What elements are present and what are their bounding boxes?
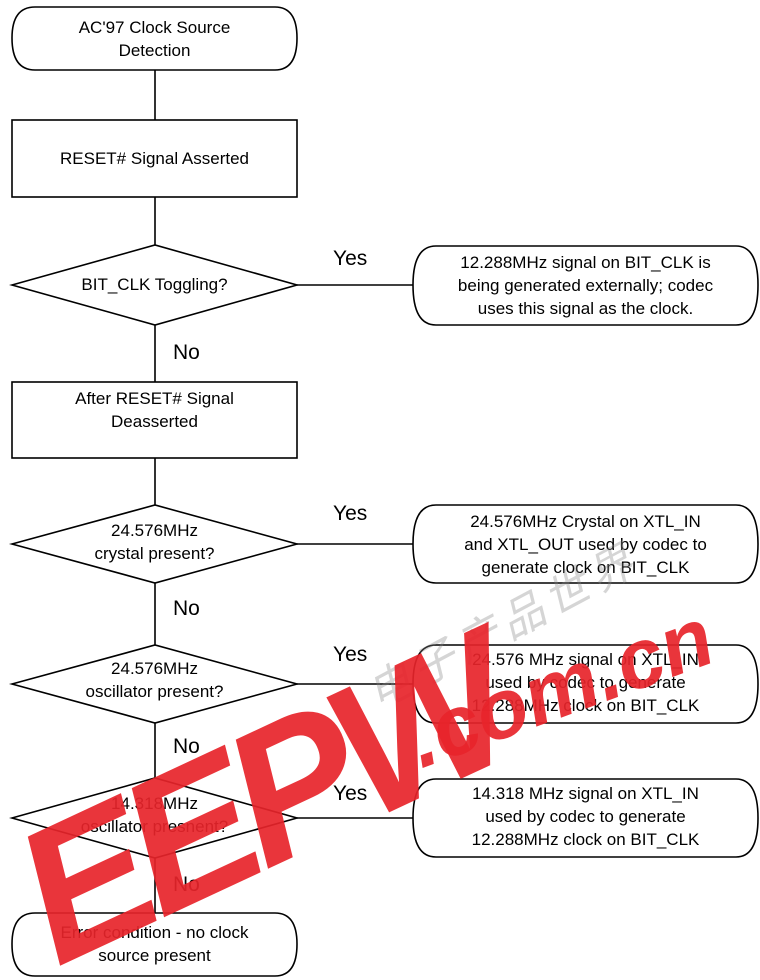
branch-yes-1: Yes <box>333 247 368 270</box>
decision-osc24-label: 24.576MHz oscillator present? <box>12 657 297 703</box>
result-osc14-line-2: used by codec to generate <box>485 807 686 826</box>
decision-bitclk-label-line-1: BIT_CLK Toggling? <box>81 275 228 294</box>
result-osc24-line-1: 24.576 MHz signal on XTL_IN <box>472 650 699 669</box>
result-osc14-label: 14.318 MHz signal on XTL_IN used by code… <box>413 782 758 851</box>
end-error-terminator <box>11 912 298 977</box>
reset-deasserted-box <box>11 381 298 459</box>
branch-no-1: No <box>173 341 200 364</box>
result-osc24-line-2: used by codec to generate <box>485 673 686 692</box>
decision-crystal-line-1: 24.576MHz <box>111 521 198 540</box>
result-osc14-line-1: 14.318 MHz signal on XTL_IN <box>472 784 699 803</box>
result-osc24-label: 24.576 MHz signal on XTL_IN used by code… <box>413 648 758 717</box>
result-osc14-line-3: 12.288MHz clock on BIT_CLK <box>471 830 700 849</box>
decision-crystal-line-2: crystal present? <box>94 544 215 563</box>
result-crystal-line-3: generate clock on BIT_CLK <box>481 558 690 577</box>
branch-yes-3: Yes <box>333 643 368 666</box>
start-label-line-1: AC'97 Clock Source <box>78 18 231 37</box>
result-crystal-label: 24.576MHz Crystal on XTL_IN and XTL_OUT … <box>413 510 758 579</box>
result-osc14-terminator <box>412 778 759 858</box>
reset-asserted-label-line-1: RESET# Signal Asserted <box>60 149 249 168</box>
result-osc24-line-3: 12.288MHz clock on BIT_CLK <box>471 696 700 715</box>
start-terminator <box>11 6 298 71</box>
reset-asserted-label: RESET# Signal Asserted <box>12 147 297 170</box>
result-osc24-terminator <box>412 644 759 724</box>
decision-osc14-label: 14.318MHz oscillator presnent? <box>12 792 297 838</box>
result-crystal-terminator <box>412 504 759 584</box>
end-error-label: Error condition - no clock source presen… <box>12 921 297 967</box>
result-external-line-3: uses this signal as the clock. <box>477 299 694 318</box>
connectors <box>154 70 413 913</box>
branch-no-3: No <box>173 735 200 758</box>
branch-yes-4: Yes <box>333 782 368 805</box>
decision-bitclk-label: BIT_CLK Toggling? <box>12 273 297 296</box>
result-crystal-line-2: and XTL_OUT used by codec to <box>464 535 707 554</box>
decision-osc24-diamond <box>8 644 301 724</box>
start-label-line-2: Detection <box>118 41 191 60</box>
result-external-label: 12.288MHz signal on BIT_CLK is being gen… <box>413 251 758 320</box>
decision-osc14-line-2: oscillator presnent? <box>80 817 229 836</box>
decision-osc14-line-1: 14.318MHz <box>111 794 198 813</box>
decision-osc24-line-1: 24.576MHz <box>111 659 198 678</box>
start-label: AC'97 Clock Source Detection <box>12 16 297 62</box>
branch-no-2: No <box>173 597 200 620</box>
result-external-terminator <box>412 245 759 326</box>
end-error-line-1: Error condition - no clock <box>60 923 249 942</box>
result-crystal-line-1: 24.576MHz Crystal on XTL_IN <box>470 512 701 531</box>
result-external-line-2: being generated externally; codec <box>457 276 714 295</box>
decision-osc14-diamond <box>9 777 300 859</box>
reset-deasserted-line-1: After RESET# Signal <box>75 389 234 408</box>
reset-deasserted-label: After RESET# Signal Deasserted <box>12 387 297 433</box>
decision-crystal-label: 24.576MHz crystal present? <box>12 519 297 565</box>
decision-crystal-diamond <box>8 504 301 584</box>
branch-no-4: No <box>173 873 200 896</box>
reset-asserted-box <box>11 119 298 198</box>
result-external-line-1: 12.288MHz signal on BIT_CLK is <box>460 253 711 272</box>
end-error-line-2: source present <box>98 946 211 965</box>
branch-yes-2: Yes <box>333 502 368 525</box>
decision-osc24-line-2: oscillator present? <box>85 682 224 701</box>
decision-bitclk-diamond <box>9 244 300 326</box>
reset-deasserted-line-2: Deasserted <box>111 412 198 431</box>
